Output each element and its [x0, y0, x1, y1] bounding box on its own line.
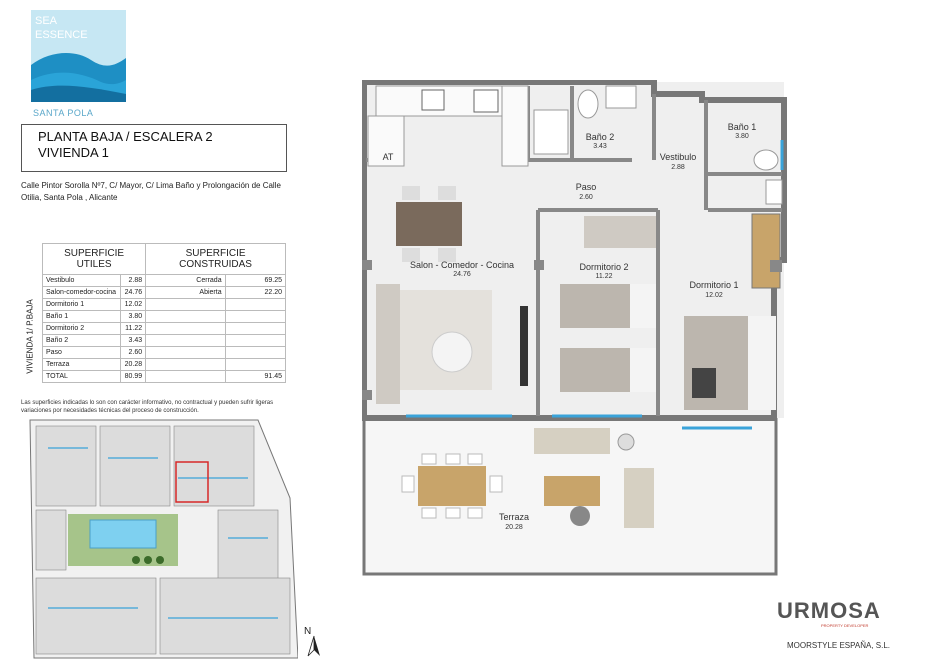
room-area: 24.76 [453, 271, 471, 278]
svg-text:N: N [304, 626, 311, 637]
room-label: Baño 2 [586, 132, 615, 142]
surface-table: SUPERFICIE UTILES SUPERFICIE CONSTRUIDAS… [21, 243, 287, 383]
room-area: 2.88 [671, 164, 685, 171]
disclaimer: Las superficies indicadas lo son con car… [21, 400, 274, 414]
dining-table [396, 186, 462, 262]
room-label: Vestibulo [660, 152, 697, 162]
floor-plan: AT Baño 2 3.43 Vestibulo 2.88 Baño 1 3.8… [362, 80, 787, 576]
room-label: Baño 1 [728, 122, 757, 132]
logo-caption: SANTA POLA [33, 108, 94, 118]
pool [89, 519, 157, 549]
brand-tagline: PROPERTY DEVELOPER [821, 623, 869, 628]
room-label: Salon - Comedor - Cocina [410, 260, 514, 270]
company-name: MOORSTYLE ESPAÑA, S.L. [787, 641, 890, 650]
room-area: 3.80 [735, 133, 749, 140]
built-header: SUPERFICIE CONSTRUIDAS [145, 243, 286, 275]
room-area: 3.43 [593, 143, 607, 150]
room-label: Dormitorio 2 [579, 262, 628, 272]
logo-line1: SEA [35, 15, 58, 27]
room-area: 2.60 [579, 194, 593, 201]
unit-highlight [175, 461, 209, 503]
room-area: 12.02 [705, 292, 723, 299]
address: Calle Pintor Sorolla Nº7, C/ Mayor, C/ L… [21, 181, 281, 202]
terrace-table [418, 466, 486, 506]
brand-logo: URMOSA [777, 598, 881, 623]
site-plan [29, 419, 298, 659]
at-label: AT [383, 152, 394, 162]
room-area: 11.22 [596, 273, 613, 280]
room-label: Paso [576, 182, 597, 192]
title-unit: VIVIENDA 1 [38, 145, 109, 160]
room-label: Terraza [499, 512, 529, 522]
sea-essence-logo: SEA ESSENCE [31, 10, 126, 102]
room-label: Dormitorio 1 [689, 280, 738, 290]
north-arrow-icon: N [304, 626, 320, 657]
title-box: PLANTA BAJA / ESCALERA 2 VIVIENDA 1 [21, 124, 287, 172]
logo-line2: ESSENCE [35, 29, 88, 41]
room-area: 20.28 [505, 524, 523, 531]
title-floor: PLANTA BAJA / ESCALERA 2 [38, 129, 213, 144]
useful-header: SUPERFICIE UTILES [41, 243, 147, 275]
vertical-unit-label: VIVIENDA 1/ P.BAJA [25, 299, 35, 374]
